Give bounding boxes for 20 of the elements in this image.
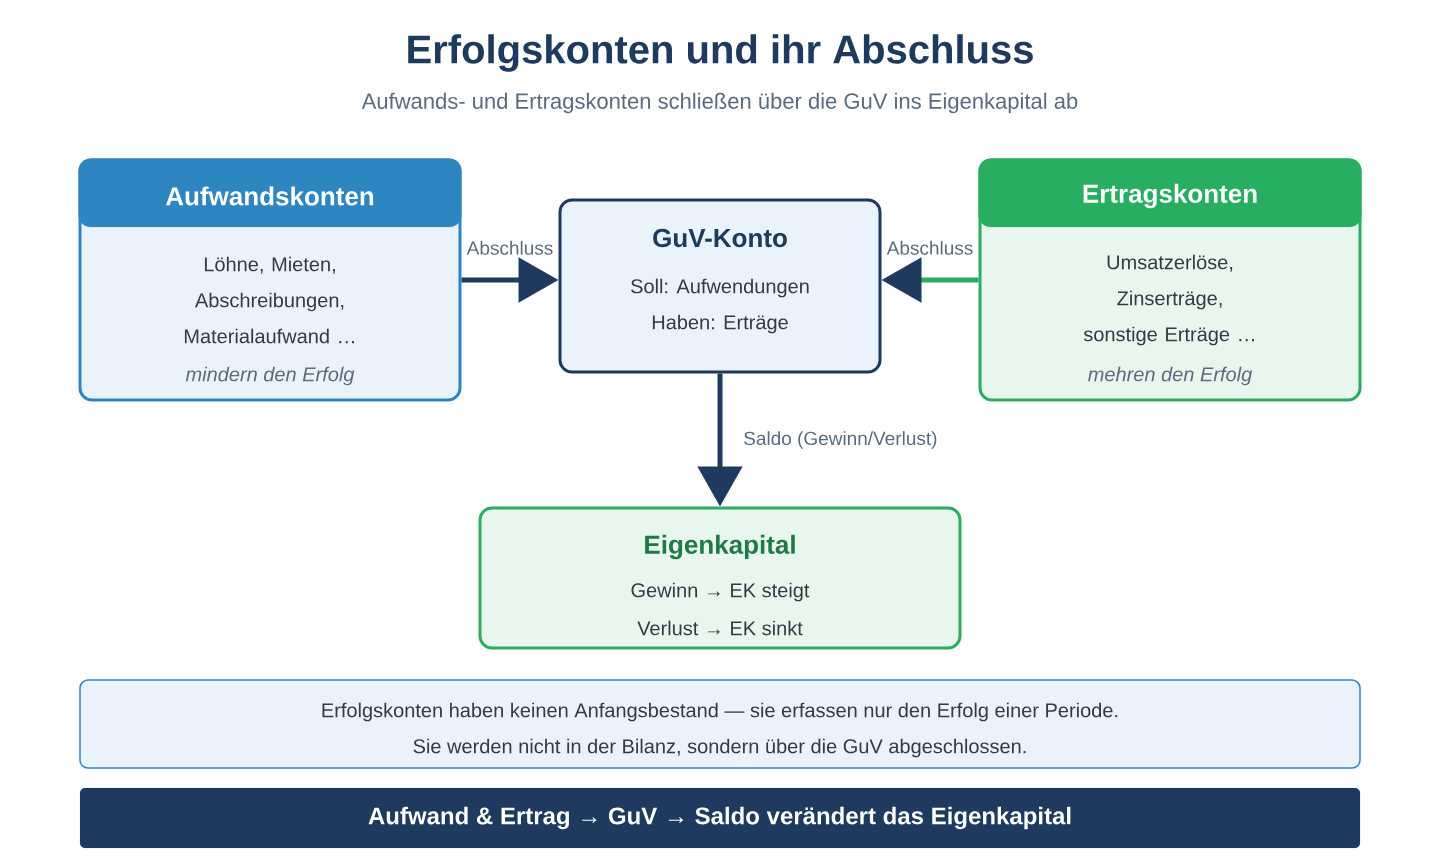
account-list: Umsatzerlöse, Zinserträge, sonstige Erträge … bbox=[1083, 254, 1254, 346]
account-list: Löhne, Mieten, Abschreibungen, Materialaufwand … bbox=[184, 256, 354, 344]
entry-text: Verlust → EK sinkt bbox=[637, 620, 803, 636]
header-text: Aufwandskonten bbox=[165, 186, 374, 206]
entry-text: Gewinn → EK steigt bbox=[631, 582, 810, 602]
subtitle: Aufwands- und Ertragskonten schließen über die GuV ins Eigenkapital ab bbox=[361, 92, 1078, 114]
note-text: mehren den Erfolg bbox=[1088, 366, 1253, 386]
note-text: Sie werden nicht in der Bilanz, sondern über die GuV abgeschlossen. bbox=[413, 738, 1026, 758]
entry-text: Haben: Erträge bbox=[652, 314, 788, 334]
note-text: Erfolgskonten haben keinen Anfangsbestand — sie erfassen nur den Erfolg einer Periode. bbox=[322, 702, 1118, 722]
note-text: mindern den Erfolg bbox=[185, 366, 355, 386]
header-text: Ertragskonten bbox=[1083, 183, 1257, 209]
entry-text: Soll: Aufwendungen bbox=[631, 278, 809, 298]
edge-label: Abschluss bbox=[466, 240, 553, 255]
box-heading: GuV-Konto bbox=[653, 228, 787, 248]
edge-label: Saldo (Gewinn/Verlust) bbox=[744, 431, 937, 449]
edge-label: Abschluss bbox=[886, 240, 973, 255]
banner-text: Aufwand & Ertrag → GuV → Saldo verändert das Eigenkapital bbox=[368, 806, 1071, 830]
title: Erfolgskonten und ihr Abschluss bbox=[408, 34, 1033, 72]
box-heading: Eigenkapital bbox=[645, 534, 795, 560]
